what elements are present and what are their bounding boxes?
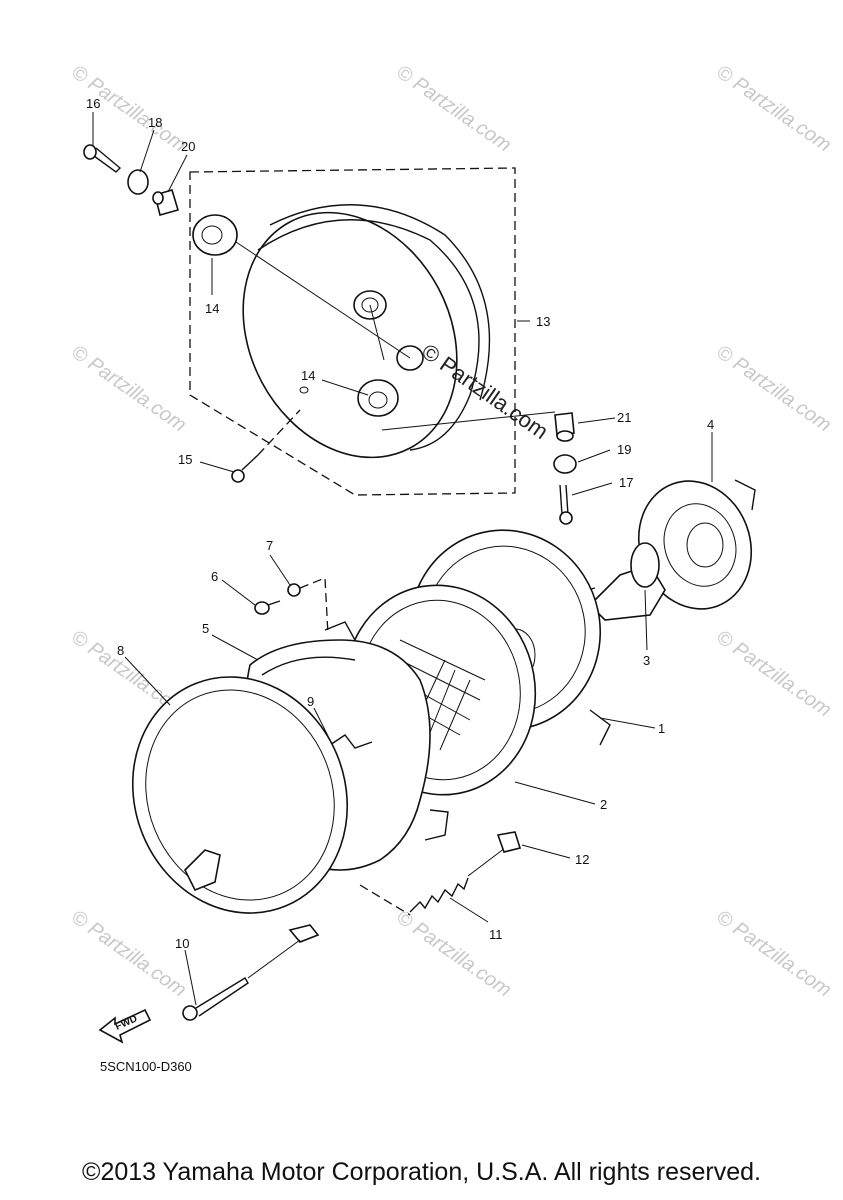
callout-14: 14 — [205, 301, 219, 316]
leader — [369, 304, 385, 361]
watermark: © Partzilla.com — [392, 906, 515, 1001]
callout-10: 10 — [175, 936, 189, 951]
collar-20 — [152, 189, 180, 216]
leader — [381, 411, 556, 431]
callout-21: 21 — [617, 410, 631, 425]
callout-19: 19 — [617, 442, 631, 457]
fwd-arrow-icon: FWD — [98, 1008, 152, 1044]
callout-1: 1 — [658, 721, 665, 736]
watermark: © Partzilla.com — [67, 341, 190, 436]
callout-2: 2 — [600, 797, 607, 812]
callout-6: 6 — [211, 569, 218, 584]
callout-12: 12 — [575, 852, 589, 867]
callout-7: 7 — [266, 538, 273, 553]
washer-19 — [553, 454, 577, 474]
bolt-16 — [83, 144, 122, 173]
callout-9: 9 — [307, 694, 314, 709]
callout-15: 15 — [178, 452, 192, 467]
callout-11: 11 — [489, 927, 503, 942]
screw-15 — [231, 454, 259, 483]
clip-12 — [496, 831, 522, 853]
headlight-housing — [242, 204, 491, 459]
callout-4: 4 — [707, 417, 714, 432]
callout-leaders — [92, 112, 713, 1006]
leader — [359, 884, 411, 916]
leader — [235, 241, 411, 359]
leader — [257, 409, 301, 456]
bracket-9 — [329, 734, 373, 749]
watermark: © Partzilla.com — [712, 61, 835, 156]
rim-8 — [131, 676, 349, 943]
part-code: 5SCN100-D360 — [100, 1059, 192, 1074]
screw-10 — [182, 977, 249, 1021]
watermark: © Partzilla.com — [712, 626, 835, 721]
callout-14: 14 — [301, 368, 315, 383]
copyright-notice: ©2013 Yamaha Motor Corporation, U.S.A. A… — [82, 1158, 761, 1186]
callout-3: 3 — [643, 653, 650, 668]
nut-21 — [554, 412, 575, 442]
bolt-17 — [559, 484, 573, 525]
screw-6 — [254, 600, 281, 615]
leader — [247, 939, 301, 979]
callout-numbers: 16 18 20 14 14 15 13 21 19 17 4 3 1 2 7 … — [86, 96, 714, 951]
nut-7 — [287, 583, 301, 597]
watermark: © Partzilla.com — [712, 906, 835, 1001]
callout-8: 8 — [117, 643, 124, 658]
watermark: © Partzilla.com — [67, 906, 190, 1001]
leader — [299, 577, 329, 636]
grommet-14a — [192, 214, 238, 256]
watermark: © Partzilla.com — [392, 61, 515, 156]
spring-11 — [409, 877, 469, 913]
washer-18 — [127, 169, 149, 195]
housing-group-boundary — [189, 167, 516, 496]
callout-18: 18 — [148, 115, 162, 130]
callout-20: 20 — [181, 139, 195, 154]
callout-13: 13 — [536, 314, 550, 329]
callout-5: 5 — [202, 621, 209, 636]
leader — [467, 847, 506, 877]
callout-16: 16 — [86, 96, 100, 111]
watermark: © Partzilla.com — [712, 341, 835, 436]
callout-17: 17 — [619, 475, 633, 490]
